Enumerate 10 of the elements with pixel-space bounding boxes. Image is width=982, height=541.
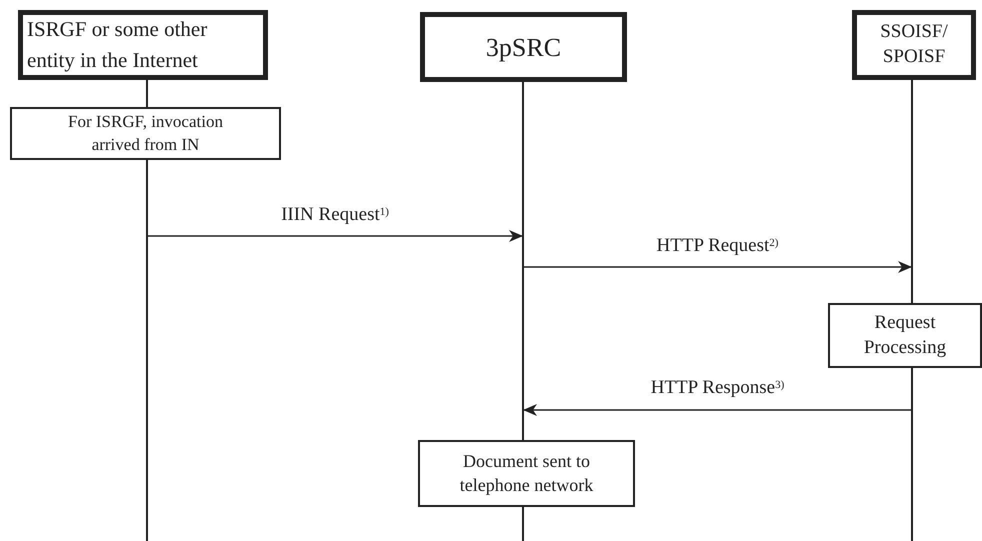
process-box: Request Processing <box>828 303 982 368</box>
message-arrow <box>524 261 912 273</box>
participant-box: SSOISF/ SPOISF <box>852 10 976 80</box>
message-arrow <box>148 230 523 242</box>
message-arrow <box>523 404 911 416</box>
participant-box: 3pSRC <box>420 12 627 82</box>
lifeline <box>146 80 148 541</box>
note-box: Document sent to telephone network <box>418 440 635 507</box>
participant-box: ISRGF or some other entity in the Internet <box>18 10 268 80</box>
note-box: For ISRGF, invocation arrived from IN <box>10 107 281 160</box>
